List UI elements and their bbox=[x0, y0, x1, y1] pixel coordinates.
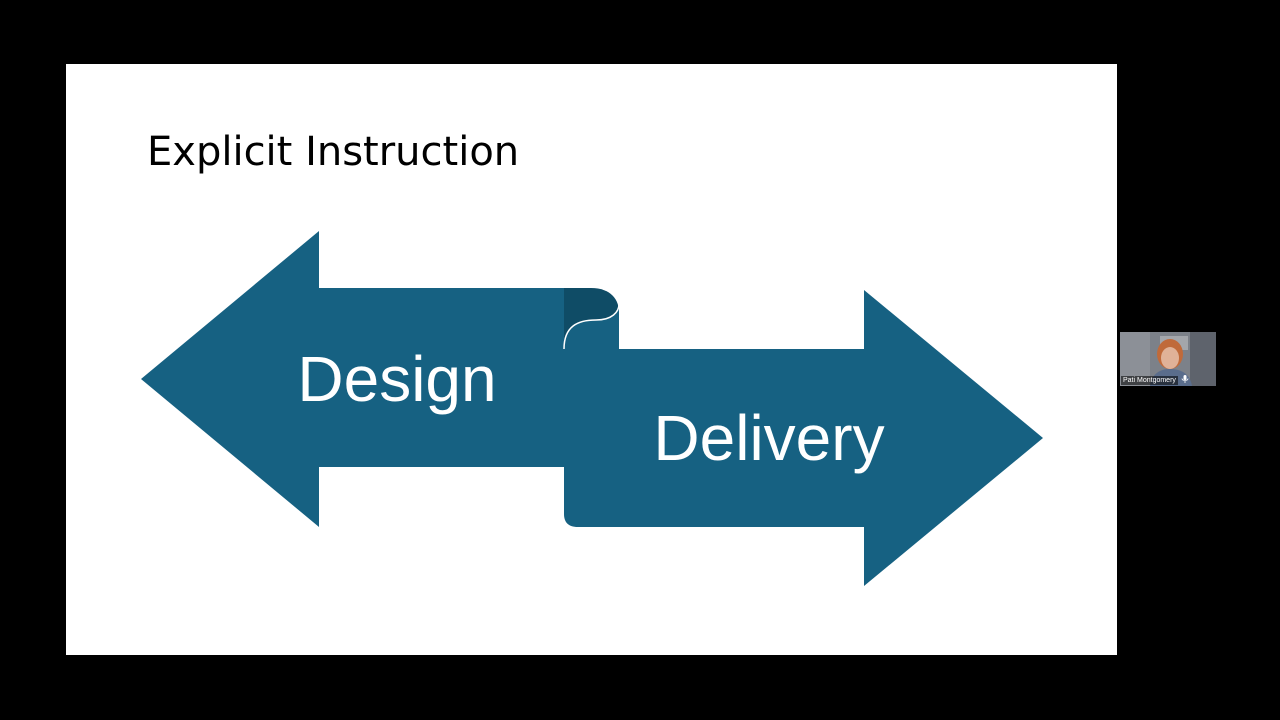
participant-video-tile[interactable]: Pati Montgomery bbox=[1120, 332, 1216, 386]
ribbon-fold-edge bbox=[563, 303, 620, 350]
design-arrow-label: Design bbox=[297, 343, 496, 415]
design-arrow bbox=[141, 231, 564, 527]
presentation-slide: Explicit Instruction Design Delivery bbox=[66, 64, 1117, 655]
slide-title: Explicit Instruction bbox=[147, 129, 520, 175]
design-delivery-arrows-diagram: Design Delivery bbox=[141, 231, 1043, 586]
delivery-arrow-label: Delivery bbox=[653, 402, 884, 474]
microphone-active-icon bbox=[1181, 375, 1189, 383]
delivery-arrow bbox=[564, 290, 1043, 586]
participant-name-label: Pati Montgomery bbox=[1121, 376, 1178, 385]
ribbon-fold-front bbox=[564, 304, 619, 349]
